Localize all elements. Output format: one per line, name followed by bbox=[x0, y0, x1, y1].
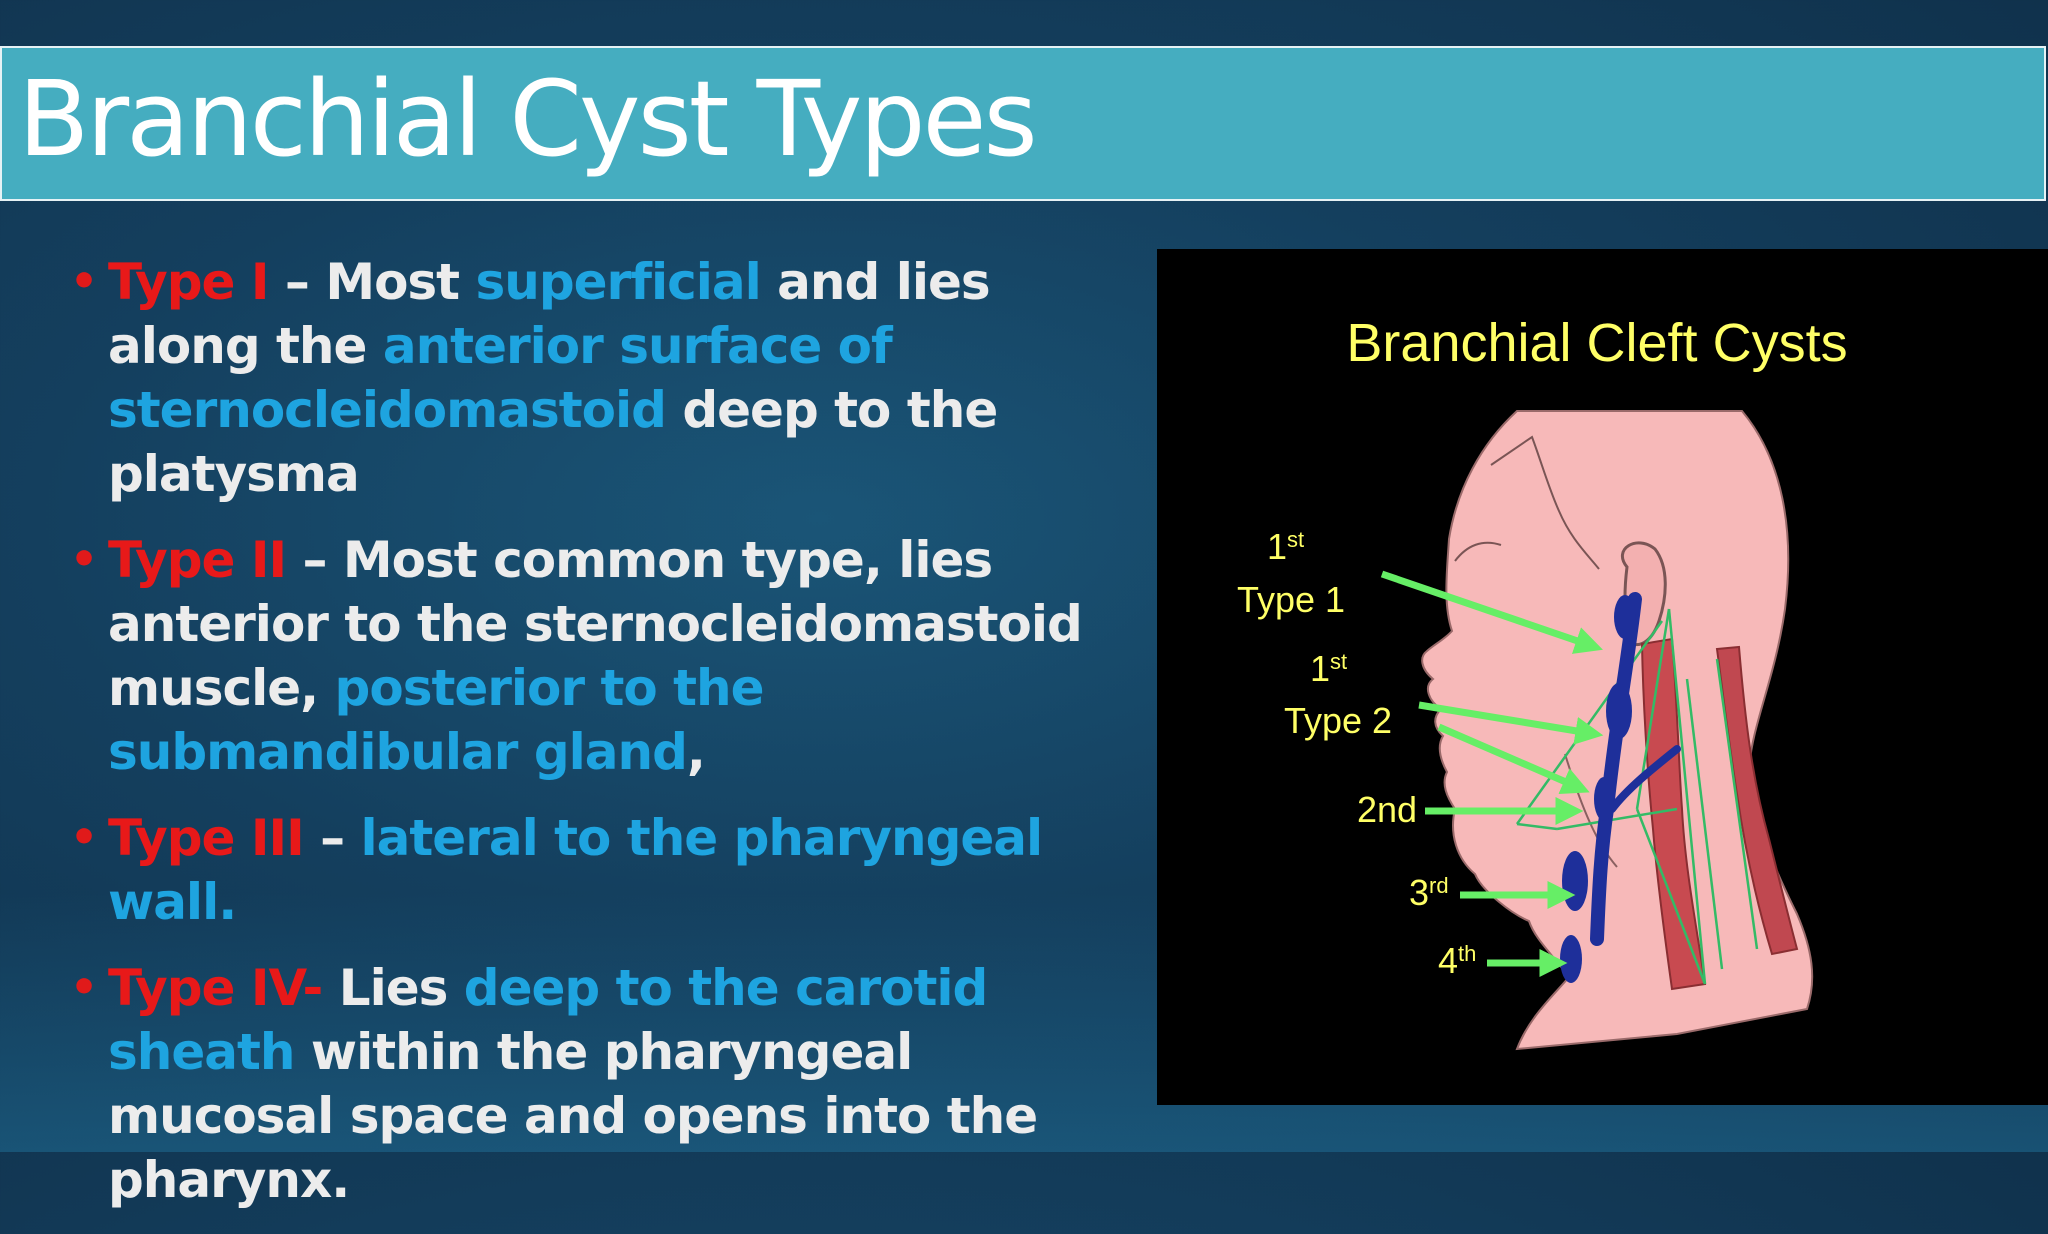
label-4th: 4th bbox=[1438, 940, 1476, 981]
cyst-tract-branch bbox=[1608, 745, 1681, 813]
label-1st-type-2-type: Type 2 bbox=[1284, 700, 1392, 741]
label-1st-type-1-num: 1st bbox=[1267, 526, 1304, 567]
cyst-4th bbox=[1560, 935, 1582, 983]
anatomy-figure: Branchial Cleft Cysts bbox=[1157, 249, 2048, 1105]
brow-contour bbox=[1454, 541, 1502, 562]
cysts bbox=[1560, 595, 1636, 983]
bullet-text: Most bbox=[325, 253, 476, 311]
bullet-dash: – bbox=[303, 809, 361, 867]
bullet-dot: • bbox=[70, 812, 98, 863]
bullet-dot: • bbox=[70, 534, 98, 585]
arrow-1st-type-1 bbox=[1380, 570, 1603, 654]
bullet-highlight: lateral to the pharyngeal wall. bbox=[108, 809, 1043, 931]
arrow-1st-type-2 bbox=[1418, 701, 1604, 745]
bullet-dot: • bbox=[70, 962, 98, 1013]
bullet-text: deep to the platysma bbox=[108, 381, 998, 503]
cyst-1st-type-2 bbox=[1606, 683, 1632, 739]
cyst-2nd bbox=[1594, 777, 1614, 821]
bullet-type-4: • Type IV- Lies deep to the carotid shea… bbox=[70, 956, 1140, 1212]
bullet-label: Type II bbox=[108, 531, 287, 589]
bullet-highlight: deep to the carotid sheath bbox=[108, 959, 988, 1081]
anatomy-illustration: Branchial Cleft Cysts bbox=[1237, 313, 1848, 1051]
bullet-highlight: posterior to the submandibular gland bbox=[108, 659, 765, 781]
bullet-text: Lies bbox=[322, 959, 464, 1017]
figure-title: Branchial Cleft Cysts bbox=[1346, 313, 1847, 373]
pointer-arrows bbox=[1380, 570, 1604, 977]
bullet-label: Type III bbox=[108, 809, 305, 867]
bullet-text: , bbox=[686, 723, 706, 781]
bullet-dash: – bbox=[286, 531, 343, 589]
bullet-highlight: anterior surface of sternocleidomastoid bbox=[108, 317, 893, 439]
bullet-type-2: • Type II – Most common type, lies anter… bbox=[70, 528, 1140, 784]
label-1st-type-1-type: Type 1 bbox=[1237, 579, 1345, 620]
arrow-1st-type-2b bbox=[1437, 723, 1590, 795]
bullet-highlight: superficial bbox=[475, 253, 762, 311]
cyst-3rd bbox=[1562, 851, 1588, 911]
bullet-type-1: • Type I – Most superficial and lies alo… bbox=[70, 250, 1140, 506]
page-title: Branchial Cyst Types bbox=[18, 58, 1038, 180]
bullet-dot: • bbox=[70, 256, 98, 307]
bullet-label: Type IV- bbox=[108, 959, 323, 1017]
bullet-text: and lies along the bbox=[108, 253, 991, 375]
label-2nd: 2nd bbox=[1357, 789, 1417, 830]
title-bar: Branchial Cyst Types bbox=[0, 46, 2046, 201]
bullet-type-3: • Type III – lateral to the pharyngeal w… bbox=[70, 806, 1140, 934]
label-1st-type-2-num: 1st bbox=[1310, 648, 1347, 689]
bullet-text: Most common type, lies anterior to the s… bbox=[108, 531, 1083, 717]
bullet-list: • Type I – Most superficial and lies alo… bbox=[70, 250, 1140, 1234]
skull-contour bbox=[1490, 435, 1600, 570]
label-3rd: 3rd bbox=[1409, 872, 1449, 913]
bullet-label: Type I bbox=[108, 253, 269, 311]
cyst-1st-type-1 bbox=[1614, 595, 1636, 639]
bullet-dash: – bbox=[268, 253, 326, 311]
